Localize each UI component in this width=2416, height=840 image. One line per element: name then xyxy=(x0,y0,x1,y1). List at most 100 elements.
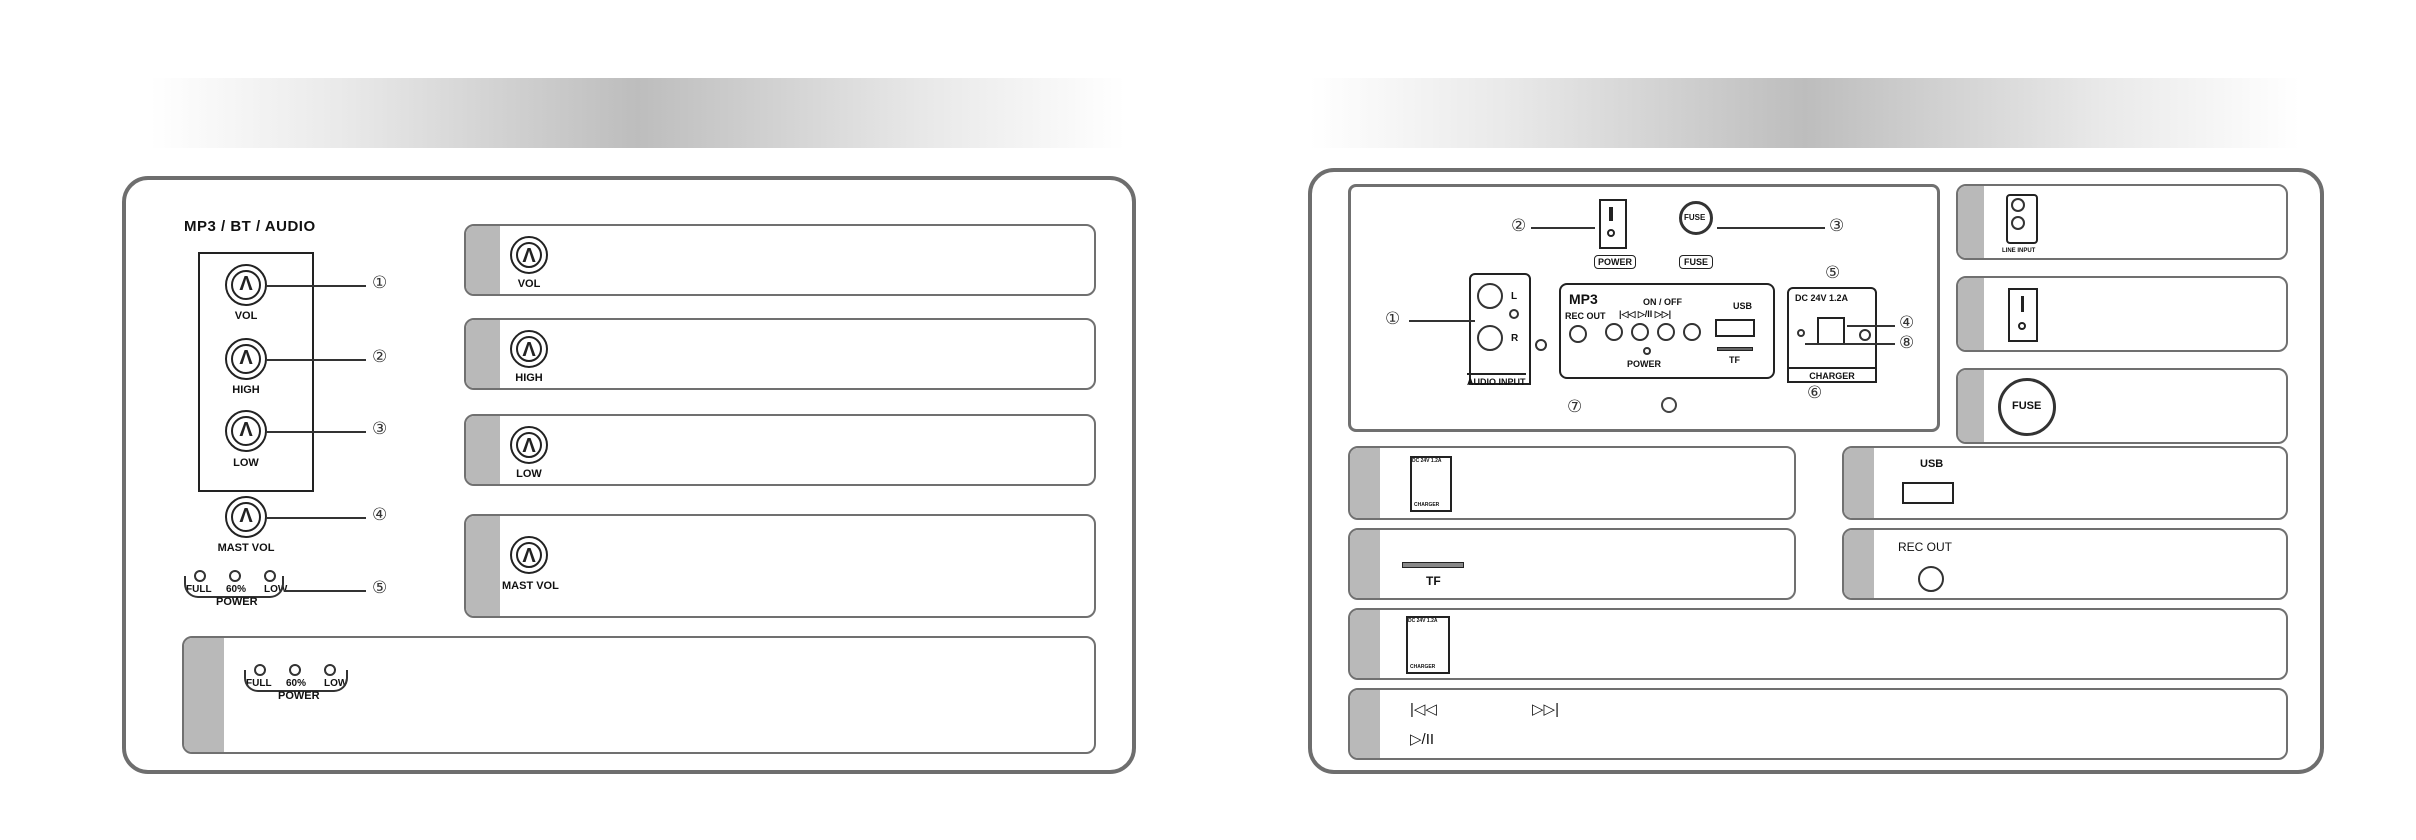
usb-label: USB xyxy=(1733,301,1753,311)
next-button-icon xyxy=(1683,323,1701,341)
callout-4: ④ xyxy=(1899,313,1915,332)
callout-1: ① xyxy=(1385,309,1401,328)
callout-line-8 xyxy=(1805,343,1895,345)
on-off-label: ON / OFF xyxy=(1643,297,1682,307)
fuse-icon-text: FUSE xyxy=(1684,213,1706,222)
callout-4: ④ xyxy=(372,505,388,524)
right-header-band xyxy=(1310,78,2300,148)
power-switch-icon xyxy=(1599,199,1627,249)
box-tab xyxy=(1350,530,1380,598)
charging-thumb-top: DC 24V 1.2A xyxy=(1408,618,1438,624)
charge-led-icon xyxy=(1797,329,1805,337)
charger-box: DC 24V 1.2A CHARGER xyxy=(1348,446,1796,520)
fuse-thumb-icon xyxy=(1998,378,2056,436)
left-panel: MP3 / BT / AUDIO VOL ① HIGH ② LOW ③ MAST… xyxy=(122,176,1136,774)
fuse-label: FUSE xyxy=(1679,255,1714,269)
usb-box: USB xyxy=(1842,446,2288,520)
box-tab xyxy=(1350,448,1380,518)
master-vol-knob-label: MAST VOL xyxy=(217,542,275,554)
audio-ground-icon xyxy=(1509,309,1519,319)
audio-input-box: LINE INPUT xyxy=(1956,184,2288,260)
power-arc xyxy=(244,670,348,692)
usb-box-label: USB xyxy=(1920,458,1944,470)
charging-thumb-icon xyxy=(1406,616,1450,674)
level-60: 60% xyxy=(286,678,307,689)
charging-thumb-bottom: CHARGER xyxy=(1410,664,1436,670)
box-tab xyxy=(466,416,500,484)
power-arc xyxy=(184,576,284,598)
box-tab xyxy=(1844,448,1874,518)
rec-out-jack-thumb-icon xyxy=(1918,566,1944,592)
callout-line-3 xyxy=(1717,227,1825,229)
charger-thumb-bottom: CHARGER xyxy=(1414,502,1440,508)
vol-knob-label: VOL xyxy=(234,310,258,322)
vol-detail-knob-icon xyxy=(510,236,548,274)
audio-input-label: AUDIO INPUT xyxy=(1467,373,1526,387)
callout-1: ① xyxy=(372,273,388,292)
master-vol-knob-icon xyxy=(225,496,267,538)
vol-knob-icon xyxy=(225,264,267,306)
box-tab xyxy=(1844,530,1874,598)
rec-out-box-label: REC OUT xyxy=(1898,540,1952,554)
box-tab xyxy=(466,516,500,616)
dc-label: DC 24V 1.2A xyxy=(1795,293,1849,303)
callout-line-4 xyxy=(1847,325,1895,327)
audio-r-label: R xyxy=(1511,333,1519,344)
power-switch-box xyxy=(1956,276,2288,352)
transport-label: |◁◁ ▷/II ▷▷| xyxy=(1619,309,1672,319)
callout-unnumbered xyxy=(1661,397,1677,413)
high-knob-label: HIGH xyxy=(232,384,260,396)
level-60: 60% xyxy=(226,584,247,595)
master-vol-detail-knob-icon xyxy=(510,536,548,574)
callout-6: ⑥ xyxy=(1807,383,1823,402)
usb-port-thumb-icon xyxy=(1902,482,1954,504)
high-detail-box: HIGH xyxy=(464,318,1096,390)
callout-3: ③ xyxy=(372,419,388,438)
callout-2: ② xyxy=(372,347,388,366)
callout-3: ③ xyxy=(1829,216,1845,235)
box-tab xyxy=(184,638,224,752)
play-pause-icon: ▷/II xyxy=(1410,731,1435,748)
callout-8: ⑧ xyxy=(1899,333,1915,352)
thumb-jack-l xyxy=(2011,198,2025,212)
power-detail-indicator: FULL 60% LOW POWER xyxy=(244,664,354,704)
right-panel: POWER ② FUSE FUSE ③ L R AUDIO INPUT ① MP… xyxy=(1308,168,2324,774)
charger-label: CHARGER xyxy=(1789,367,1875,381)
tf-label: TF xyxy=(1729,355,1740,365)
callout-line-1 xyxy=(266,285,366,287)
high-detail-label: HIGH xyxy=(515,372,543,384)
vol-detail-label: VOL xyxy=(517,278,541,290)
audio-input-thumb-label: LINE INPUT xyxy=(2002,248,2036,254)
low-detail-knob-icon xyxy=(510,426,548,464)
level-full: FULL xyxy=(186,584,212,595)
charger-screw-icon xyxy=(1859,329,1871,341)
on-off-button-icon xyxy=(1657,323,1675,341)
rec-out-jack-icon xyxy=(1569,325,1587,343)
usb-port-icon xyxy=(1715,319,1755,337)
left-header-band xyxy=(150,78,1125,148)
box-tab xyxy=(1350,690,1380,758)
low-knob-label: LOW xyxy=(233,457,259,469)
master-vol-detail-label: MAST VOL xyxy=(502,580,559,592)
prev-button-icon xyxy=(1605,323,1623,341)
audio-input-thumb-icon xyxy=(2006,194,2038,244)
knob-group-border xyxy=(198,252,314,492)
power-switch-thumb-dot xyxy=(2018,322,2026,330)
callout-2: ② xyxy=(1511,216,1527,235)
power-switch-dot xyxy=(1607,229,1615,237)
box-tab xyxy=(466,320,500,388)
next-track-icon: ▷▷| xyxy=(1532,701,1559,718)
box-tab xyxy=(1958,186,1984,258)
power-switch-bar xyxy=(1609,207,1613,221)
transport-box: |◁◁ ▷▷| ▷/II xyxy=(1348,688,2288,760)
high-detail-knob-icon xyxy=(510,330,548,368)
power-label: POWER xyxy=(278,690,320,702)
low-detail-label: LOW xyxy=(516,468,542,480)
low-knob-icon xyxy=(225,410,267,452)
callout-line-2 xyxy=(266,359,366,361)
low-detail-box: LOW xyxy=(464,414,1096,486)
box-tab xyxy=(1958,278,1984,350)
rec-out-box: REC OUT xyxy=(1842,528,2288,600)
callout-line-5 xyxy=(284,590,366,592)
charger-thumb-top: DC 24V 1.2A xyxy=(1412,458,1442,464)
